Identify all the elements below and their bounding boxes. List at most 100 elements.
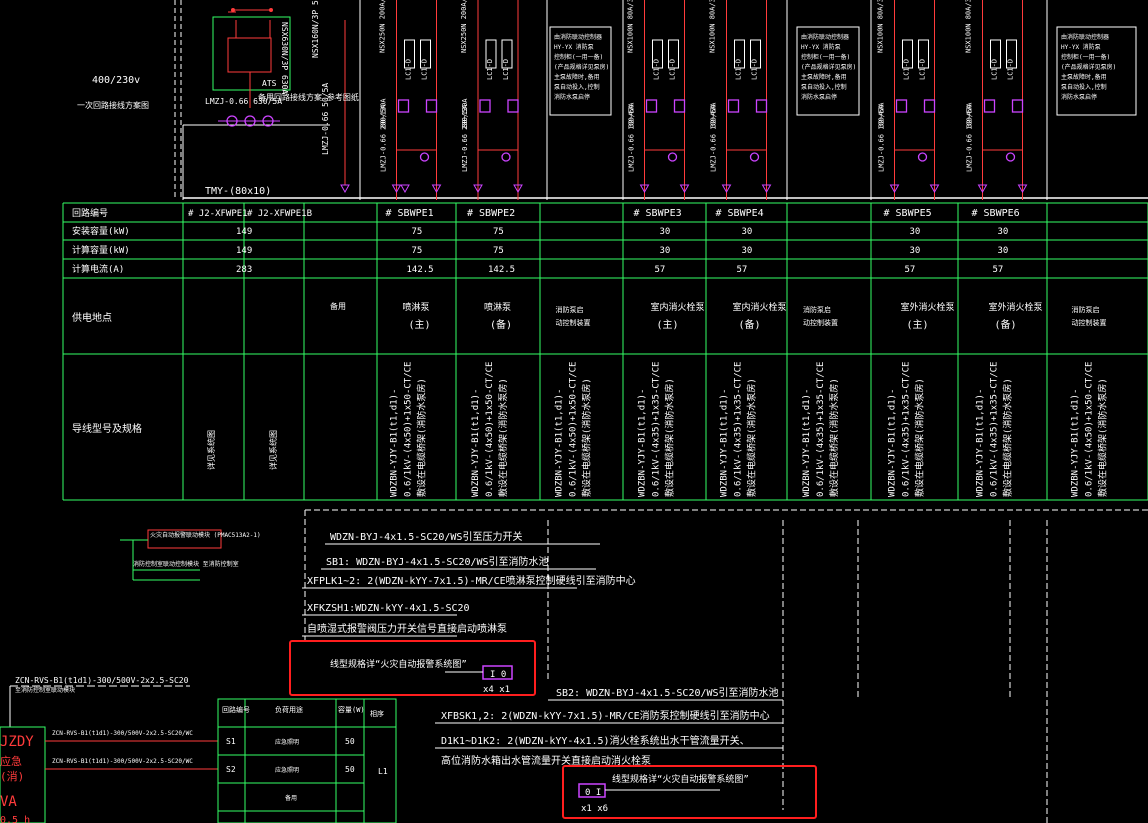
row-header: 计算电流(A) [72, 263, 124, 275]
control-note-line: 消防水泵启停 [801, 93, 837, 101]
control-note-line: (产品规格详见泵房) [1061, 63, 1116, 71]
ats-ct-label: LMZJ-0.66 630/5A [205, 97, 282, 106]
feeder-contactor: LC1-D [991, 59, 999, 80]
feeder-ct: LMZJ-0.66 100/5A [966, 104, 974, 172]
row-cable-1: ZCN-RVS-B1(t1d1)-300/500V-2x2.5-SC20/WC [52, 730, 193, 737]
control-note-line: 控制柜(一用一备) [554, 53, 603, 61]
feeder-contactor-2: LC1-D [1007, 59, 1015, 80]
left-tag: 火灾自动报警联动模块 (PMAC513A2-1) [150, 531, 261, 539]
note-line-2: SB2: WDZN-BYJ-4x1.5-SC20/WS引至消防水池 [556, 686, 779, 699]
incoming-current: 283 [236, 265, 252, 275]
left-tag-sub: 消防控制室联动控制模块 至消防控制室 [133, 560, 239, 568]
circuit-calculated: 30 [742, 246, 753, 256]
note-line: 自喷湿式报警阀压力开关信号直接启动喷淋泵 [307, 622, 507, 635]
feeder-contactor: LC1-D [405, 59, 413, 80]
feeder-ct: LMZJ-0.66 200/5A [461, 104, 469, 172]
control-note-line: HY-YX 消防泵 [801, 43, 841, 51]
circuit-cable: 敷设在电缆桥架(消防水泵房) [497, 378, 509, 497]
ref-box-1-text: 线型规格详“火灾自动报警系统图” [330, 658, 467, 670]
circuit-installed: 75 [493, 227, 504, 237]
load-table: 回路编号安装容量(kW)计算容量(kW)计算电流(A)供电地点导线型号及规格# … [62, 202, 1148, 501]
panel-sub1: 应急 [0, 754, 22, 768]
feeder-breaker: NSX100N 80A/3P [627, 0, 635, 53]
circuit-cable: 0.6/1kV-(4x35)+1x35-CT/CE [816, 362, 826, 497]
circuit-cable: 敷设在电缆桥架(消防水泵房) [581, 378, 593, 497]
circuit-cable: WDZBN-YJY-B1(t1,d1)- [802, 389, 812, 497]
circuit-cable: WDZBN-YJY-B1(t1,d1)- [638, 389, 648, 497]
control-note-line: HY-YX 消防泵 [1061, 43, 1101, 51]
feeder-breaker: NSX100N 80A/3P [965, 0, 973, 53]
circuit-code: # SBWPE1 [386, 208, 434, 219]
bt-row1-use: 应急照明 [275, 738, 299, 746]
control-note-line: 由消防联动控制器 [801, 33, 849, 41]
circuit-cable: 0.6/1kV-(4x35)+1x35-CT/CE [990, 362, 1000, 497]
panel-extra: 0.5 h [0, 815, 30, 823]
circuit-calculated: 30 [660, 246, 671, 256]
control-note-line: 由消防联动控制器 [554, 33, 602, 41]
control-note-line: 主泵故障时,备用 [1061, 73, 1107, 81]
ref-box-1-symbol: I 0 [490, 670, 506, 680]
circuit-location: 室外消火栓泵 [989, 301, 1043, 313]
circuit-location-sub: 动控制装置 [1072, 318, 1107, 327]
circuit-installed: 30 [910, 227, 921, 237]
feeder-contactor: LC1-D [903, 59, 911, 80]
feeder-breaker: NSX250N 200A/3P [460, 0, 468, 53]
bt-row1-code: S1 [226, 737, 236, 746]
circuit-cable: 敷设在电缆桥架(消防水泵房) [1002, 378, 1014, 497]
feeder-contactor: LC1-D [486, 59, 494, 80]
circuit-cable: 0.6/1kV-(4x50)+1x50-CT/CE [569, 362, 579, 497]
spare-label: 备用 [330, 301, 346, 311]
busbar-label: TMY-(80x10) [205, 186, 271, 197]
feeder-relay: 32~47A [966, 102, 974, 128]
bt-header-code: 回路编号 [222, 705, 250, 714]
bt-row2-power: 50 [345, 765, 355, 774]
circuit-cable: 0.6/1kV-(4x35)+1x35-CT/CE [734, 362, 744, 497]
note-line: XFKZSH1:WDZN-kYY-4x1.5-SC20 [307, 603, 470, 614]
circuit-current: 142.5 [407, 265, 434, 275]
circuit-cable: WDZBN-YJY-B1(t1,d1)- [1071, 389, 1081, 497]
bottom-cable-top: ZCN-RVS-B1(t1d1)-300/500V-2x2.5-SC20 [15, 676, 189, 685]
single-line-schematic: NSX250N 200A/3P LMZJ-0.66 200/5A 80~130A LC… [77, 0, 1148, 200]
control-note-line: 控制柜(一用一备) [1061, 53, 1110, 61]
circuit-location: 消防泵启 [556, 305, 584, 314]
circuit-cable: 敷设在电缆桥架(消防水泵房) [914, 378, 926, 497]
circuit-location: 喷淋泵 [403, 301, 430, 313]
scheme-title: 一次回路接线方案图 [77, 100, 149, 110]
circuit-calculated: 30 [998, 246, 1009, 256]
feeder-contactor: LC1-D [735, 59, 743, 80]
circuit-code: # SBWPE2 [467, 208, 515, 219]
incoming-cable-left: 详见系统图 [206, 430, 216, 470]
voltage-label: 400/230v [92, 75, 140, 86]
circuit-current: 57 [993, 265, 1004, 275]
circuit-current: 142.5 [488, 265, 515, 275]
circuit-calculated: 30 [910, 246, 921, 256]
row-header: 计算容量(kW) [72, 244, 130, 256]
feeder-relay: 32~47A [628, 102, 636, 128]
feeder-breaker: NSX100N 80A/3P [877, 0, 885, 53]
control-note-line: (产品规格详见泵房) [554, 63, 609, 71]
circuit-location: 消防泵启 [1072, 305, 1100, 314]
note-line-2: D1K1~D1K2: 2(WDZN-kYY-4x1.5)消火栓系统出水干管流量开… [441, 734, 750, 747]
circuit-cable: WDZBN-YJY-B1(t1,d1)- [555, 389, 565, 497]
ref-box-2-text: 线型规格详“火灾自动报警系统图” [612, 773, 749, 785]
note-line-2: 高位消防水箱出水管流量开关直接启动消火栓泵 [441, 754, 651, 767]
feeder-ct: LMZJ-0.66 100/5A [878, 104, 886, 172]
circuit-location-sub: (备) [995, 318, 1017, 331]
circuit-cable: 敷设在电缆桥架(消防水泵房) [746, 378, 758, 497]
control-note-line: 主泵故障时,备用 [554, 73, 600, 81]
circuit-cable: 0.6/1kV-(4x35)+1x35-CT/CE [902, 362, 912, 497]
incoming-code-1: # J2-XFWPE1 [188, 209, 248, 219]
feeder-breaker: NSX250N 200A/3P [379, 0, 387, 53]
control-note-line: 控制柜(一用一备) [801, 53, 850, 61]
circuit-location-sub: 动控制装置 [556, 318, 591, 327]
circuit-current: 57 [737, 265, 748, 275]
spare-breaker-label: NSX160N/3P 50A [311, 0, 320, 58]
circuit-cable: 敷设在电缆桥架(消防水泵房) [828, 378, 840, 497]
feeder-relay: 80~130A [380, 98, 388, 128]
